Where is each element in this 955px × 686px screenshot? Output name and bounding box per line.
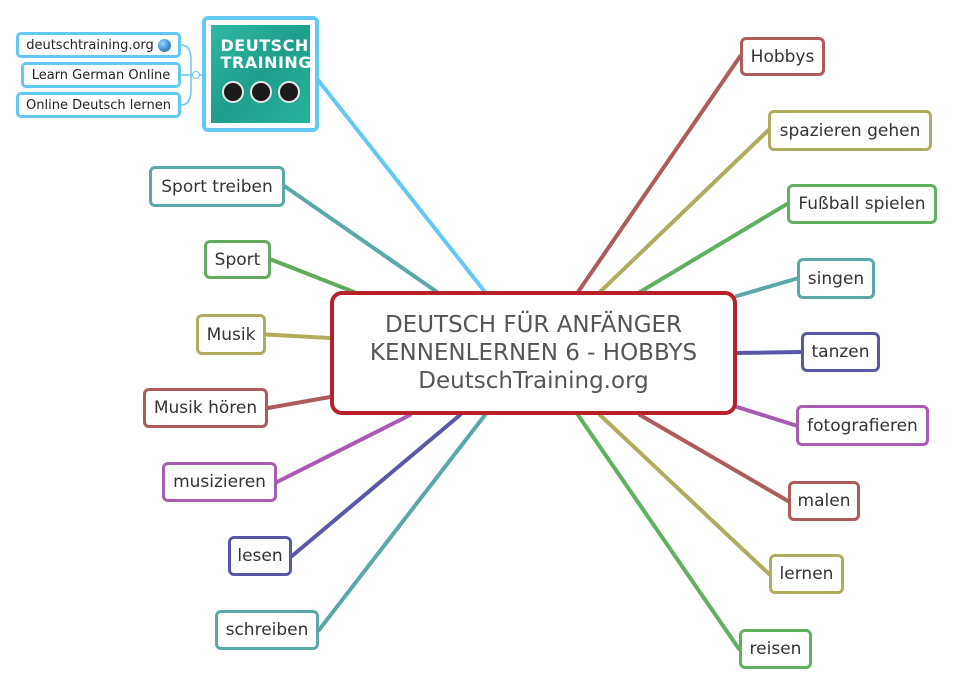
branch-line-right-8 (576, 413, 741, 651)
link-label: Learn German Online (31, 67, 171, 83)
topic-label: lesen (237, 546, 283, 566)
topic-label: Sport (214, 249, 261, 270)
right-topic-1[interactable]: spazieren gehen (768, 110, 932, 151)
link-learn-german[interactable]: Learn German Online (21, 62, 181, 88)
left-topic-1[interactable]: Sport (204, 240, 271, 279)
right-topic-8[interactable]: reisen (739, 629, 812, 669)
right-topic-6[interactable]: malen (788, 481, 860, 521)
a1-c2-icon (221, 81, 244, 103)
topic-label: fotografieren (807, 415, 918, 436)
branch-line-right-7 (598, 413, 771, 576)
branch-line-right-3 (735, 276, 799, 298)
branch-line-left-5 (290, 413, 462, 558)
connector-dot (192, 71, 200, 79)
link-label: Online Deutsch lernen (26, 97, 171, 113)
branch-line-left-3 (266, 395, 332, 410)
branch-line-right-4 (735, 350, 803, 355)
left-topic-5[interactable]: lesen (228, 536, 292, 576)
logo-node[interactable]: DEUTSCH TRAINING (202, 16, 319, 132)
left-topic-0[interactable]: Sport treiben (149, 166, 285, 207)
chart-icon (249, 81, 272, 103)
branch-line-right-1 (598, 128, 770, 294)
left-topic-6[interactable]: schreiben (215, 610, 319, 650)
right-topic-4[interactable]: tanzen (801, 332, 880, 372)
logo-icons (221, 81, 300, 103)
branch-line-right-0 (576, 54, 742, 294)
topic-label: Sport treiben (161, 176, 273, 197)
central-title-line3: DeutschTraining.org (418, 368, 649, 394)
branch-line-right-5 (735, 405, 798, 428)
left-topic-4[interactable]: musizieren (162, 462, 277, 502)
topic-label: lernen (779, 564, 834, 584)
right-topic-7[interactable]: lernen (769, 554, 844, 594)
topic-label: schreiben (225, 620, 309, 640)
branch-line-left-1 (269, 257, 356, 294)
central-topic[interactable]: DEUTSCH FÜR ANFÄNGER KENNENLERNEN 6 - HO… (330, 291, 737, 415)
branch-line-left-4 (275, 413, 412, 484)
topic-label: Hobbys (750, 46, 815, 67)
central-title-line2: KENNENLERNEN 6 - HOBBYS (369, 340, 698, 366)
deutsch-training-logo: DEUTSCH TRAINING (211, 25, 312, 123)
topic-label: Fußball spielen (798, 194, 926, 214)
branch-line-left-6 (317, 413, 487, 632)
topic-label: Musik (206, 324, 256, 345)
logo-text: DEUTSCH TRAINING (220, 36, 312, 72)
topic-label: malen (797, 491, 851, 511)
topic-label: musizieren (173, 472, 266, 492)
right-topic-5[interactable]: fotografieren (796, 405, 929, 446)
link-online-deutsch[interactable]: Online Deutsch lernen (16, 92, 181, 118)
people-icon (277, 81, 300, 103)
topic-label: singen (807, 268, 865, 289)
branch-line-logo (316, 78, 487, 294)
central-title-line1: DEUTSCH FÜR ANFÄNGER (384, 312, 683, 338)
right-topic-2[interactable]: Fußball spielen (787, 184, 937, 224)
right-topic-0[interactable]: Hobbys (740, 37, 825, 76)
topic-label: reisen (749, 639, 802, 659)
topic-label: Musik hören (153, 398, 258, 418)
left-topic-3[interactable]: Musik hören (143, 388, 268, 428)
branch-line-right-6 (638, 413, 790, 503)
topic-label: tanzen (811, 342, 870, 362)
link-deutschtraining[interactable]: deutschtraining.org (16, 32, 181, 58)
branch-line-left-0 (283, 184, 439, 294)
left-topic-2[interactable]: Musik (196, 314, 266, 355)
branch-line-left-2 (264, 332, 332, 340)
right-topic-3[interactable]: singen (797, 258, 875, 299)
globe-icon (157, 38, 171, 52)
link-label: deutschtraining.org (26, 37, 154, 53)
branch-line-right-2 (638, 202, 789, 294)
topic-label: spazieren gehen (779, 120, 921, 141)
